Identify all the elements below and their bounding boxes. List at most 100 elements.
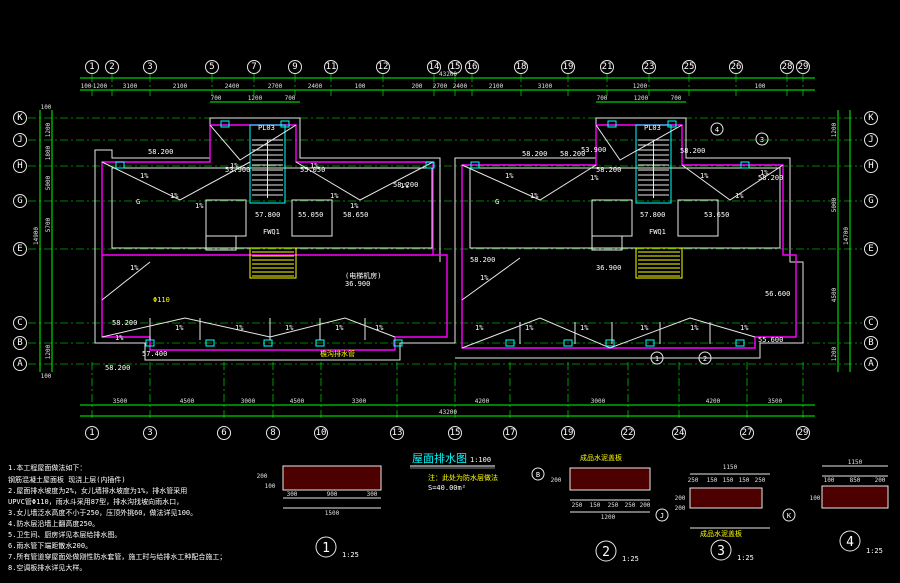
axis-bubble-top	[85, 60, 99, 74]
dim-stair: 700	[597, 95, 608, 102]
dim-right: 4500	[831, 287, 838, 302]
axis-bubble-top	[205, 60, 219, 74]
axis-label-left: G	[17, 196, 22, 206]
note-line: UPVC管Φ110，雨水斗采用87型，排水沟找坡向雨水口，	[8, 497, 183, 506]
dim-bottom: 4200	[475, 398, 490, 405]
dim-stair: 700	[211, 95, 222, 102]
svg-text:200: 200	[551, 477, 562, 484]
svg-text:250: 250	[625, 502, 636, 509]
axis-label-bottom: 17	[505, 428, 516, 438]
axis-bubble-right	[864, 242, 878, 256]
axis-bubble-left	[13, 242, 27, 256]
rain-outlet	[220, 120, 230, 128]
axis-label-top: 3	[147, 62, 152, 72]
dimension-lines	[39, 77, 851, 417]
dim-left: 5000	[45, 175, 52, 190]
svg-text:200: 200	[875, 477, 886, 484]
slope-label: 1%	[310, 162, 319, 170]
dim-right: 5000	[831, 197, 838, 212]
dim-top: 2700	[268, 83, 283, 90]
svg-text:150: 150	[723, 477, 734, 484]
svg-text:J: J	[660, 512, 664, 520]
dim-top: 100	[755, 83, 766, 90]
dim-bottom: 4500	[290, 398, 305, 405]
axis-label-top: 25	[684, 62, 695, 72]
slope-label: 1%	[330, 192, 339, 200]
dim-stair: 1200	[634, 95, 649, 102]
axis-bubble-top	[780, 60, 794, 74]
axis-bubble-top	[288, 60, 302, 74]
dim-bottom: 4200	[706, 398, 721, 405]
fw-label-right: FWQ1	[649, 228, 666, 236]
dim-top: 100	[355, 83, 366, 90]
detail-1: 300 900 300 1500 200 100 1 1:25	[257, 465, 382, 559]
dim-top: 2400	[453, 83, 468, 90]
callout-3-plan: 3	[760, 136, 764, 144]
elevation-label: 36.900	[596, 264, 621, 272]
elevation-label: 57.800	[640, 211, 665, 219]
svg-text:900: 900	[327, 491, 338, 498]
svg-text:100: 100	[810, 495, 821, 502]
elevation-label: 53.900	[581, 146, 606, 154]
svg-text:250: 250	[572, 502, 583, 509]
slope-label: 1%	[285, 324, 294, 332]
svg-text:200: 200	[640, 502, 651, 509]
svg-text:250: 250	[755, 477, 766, 484]
note-line: 7.所有管道穿屋面处做刚性防水套管，施工时与给排水工种配合施工；	[8, 552, 226, 561]
dim-left-total: 14900	[33, 227, 40, 245]
axis-label-bottom: 13	[392, 428, 403, 438]
axis-bubble-bottom	[314, 426, 328, 440]
elevation-label: 58.200	[758, 174, 783, 182]
note-line: 4.防水层沿墙上翻高度250。	[8, 519, 99, 528]
grid-g-right: G	[495, 198, 499, 206]
room-annotation: (电梯机房)	[345, 271, 381, 280]
notes-heading: 1.本工程屋面做法如下：	[8, 463, 86, 472]
elevation-label: 56.600	[765, 290, 790, 298]
axis-label-right: J	[868, 135, 873, 145]
title-sub: 注：此处为防水层做法	[428, 473, 498, 482]
building-outline	[94, 117, 804, 361]
rain-outlets	[115, 120, 750, 347]
dim-top: 2400	[308, 83, 323, 90]
dim-bottom: 3500	[768, 398, 783, 405]
note-line: 5.卫生间、厨房详见本层给排水图。	[8, 530, 121, 539]
dim-top: 200	[412, 83, 423, 90]
axis-bubble-top	[143, 60, 157, 74]
axis-label-left: C	[17, 318, 22, 328]
axis-label-bottom: 24	[674, 428, 685, 438]
elevation-label: 58.200	[470, 256, 495, 264]
axis-bubble-bottom	[621, 426, 635, 440]
axis-label-bottom: 6	[221, 428, 226, 438]
axis-label-bottom: 10	[316, 428, 327, 438]
dim-stair: 1200	[248, 95, 263, 102]
svg-text:250: 250	[608, 502, 619, 509]
svg-text:100: 100	[265, 483, 276, 490]
rain-outlet	[115, 161, 125, 169]
elevation-label: 57.800	[255, 211, 280, 219]
axis-bubble-top	[682, 60, 696, 74]
svg-text:1500: 1500	[325, 510, 340, 517]
detail-2-scale: 1:25	[622, 555, 639, 563]
title-main: 屋面排水图	[412, 451, 467, 465]
note-line: 3.女儿墙泛水高度不小于250，压顶外挑60，做法详见100。	[8, 508, 197, 517]
elevation-label: 57.400	[142, 350, 167, 358]
detail-1-scale: 1:25	[342, 551, 359, 559]
svg-text:250: 250	[688, 477, 699, 484]
dim-top: 100	[81, 83, 92, 90]
dim-bottom: 4500	[180, 398, 195, 405]
fw-label-left: FWQ1	[263, 228, 280, 236]
dim-bottom-overall: 43200	[439, 409, 457, 416]
dim-left: 1200	[45, 344, 52, 359]
plan-labels: PL03 PL03 FWQ1 FWQ1 G G 檐沟排水管 Φ110 (电梯机房…	[136, 124, 666, 358]
dim-top: 1200	[93, 83, 108, 90]
slope-label: 1%	[400, 182, 409, 190]
drawing-title: 屋面排水图 1:100 注：此处为防水层做法 S=40.00m²	[410, 451, 498, 492]
axis-bubble-bottom	[672, 426, 686, 440]
dim-top: 2100	[489, 83, 504, 90]
gutter-annotation: 檐沟排水管	[320, 349, 355, 358]
elevation-label: 58.200	[105, 364, 130, 372]
axis-bubble-top	[427, 60, 441, 74]
axis-label-left: E	[17, 244, 22, 254]
dim-stair: 700	[285, 95, 296, 102]
drainage-ridge-lines	[101, 124, 784, 349]
